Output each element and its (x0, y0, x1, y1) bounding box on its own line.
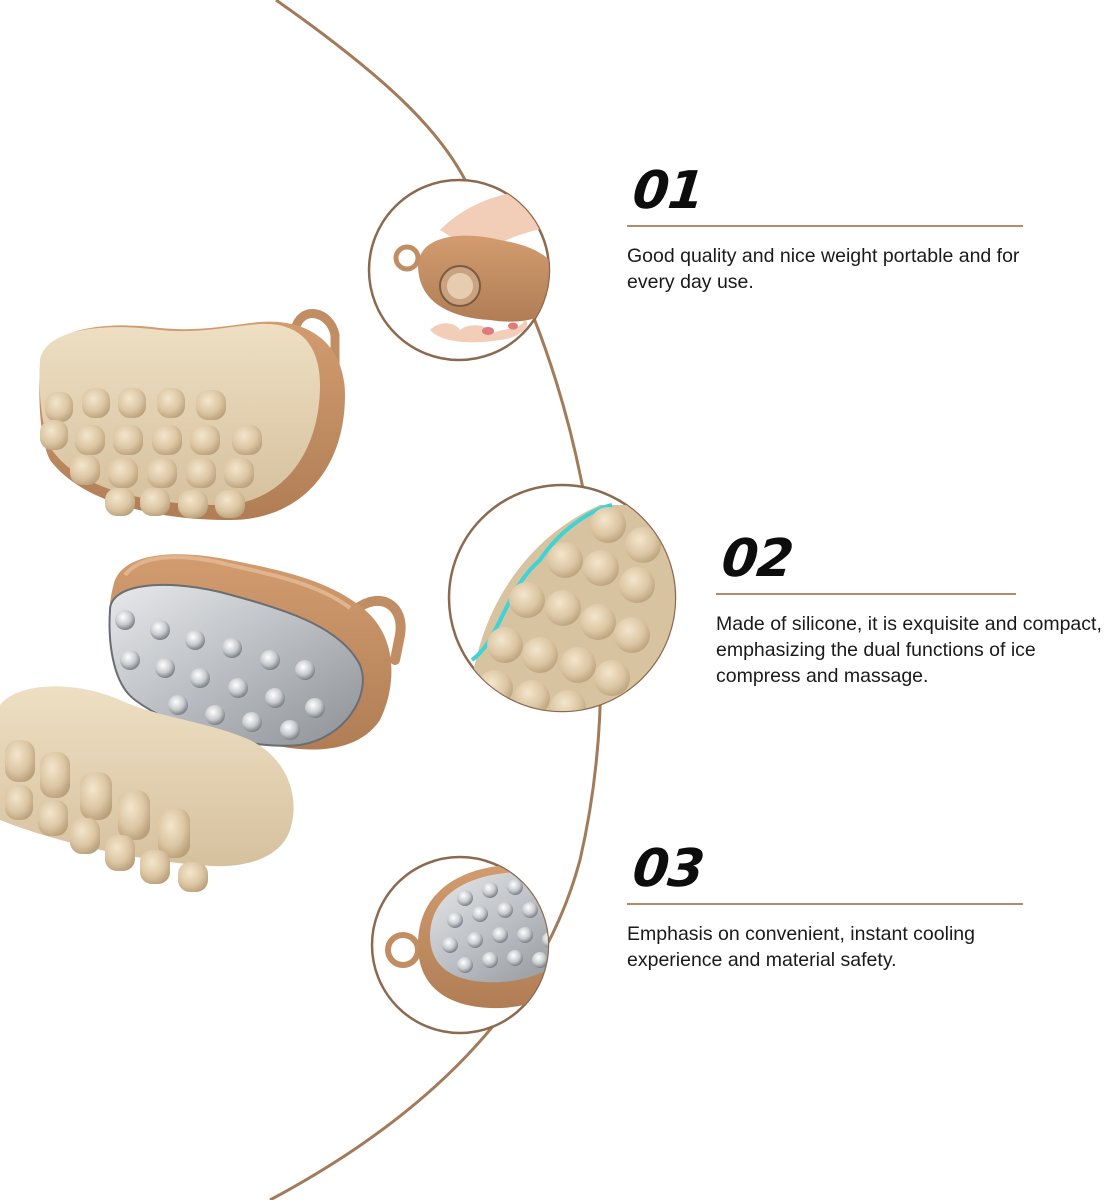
divider (627, 903, 1023, 905)
feature-02: 02 Made of silicone, it is exquisite and… (716, 529, 1108, 689)
beige-massage-head-top (39, 309, 345, 520)
feature-number: 02 (718, 529, 796, 589)
feature-number: 03 (629, 839, 707, 899)
circle-silicone-nubs-closeup (447, 483, 677, 713)
feature-description: Good quality and nice weight portable an… (627, 245, 1020, 293)
circle-ice-nubs (370, 855, 550, 1035)
divider (716, 593, 1016, 595)
beige-massage-head-bottom (0, 686, 294, 892)
feature-description: Emphasis on convenient, instant cooling … (627, 923, 975, 971)
feature-description: Made of silicone, it is exquisite and co… (716, 613, 1102, 687)
feature-number: 01 (629, 161, 707, 221)
clear-ice-core-in-brown-shell (108, 554, 406, 750)
circle-hand-holding-massager (367, 178, 551, 362)
divider (627, 225, 1023, 227)
feature-01: 01 Good quality and nice weight portable… (627, 161, 1023, 295)
feature-03: 03 Emphasis on convenient, instant cooli… (627, 839, 1023, 973)
